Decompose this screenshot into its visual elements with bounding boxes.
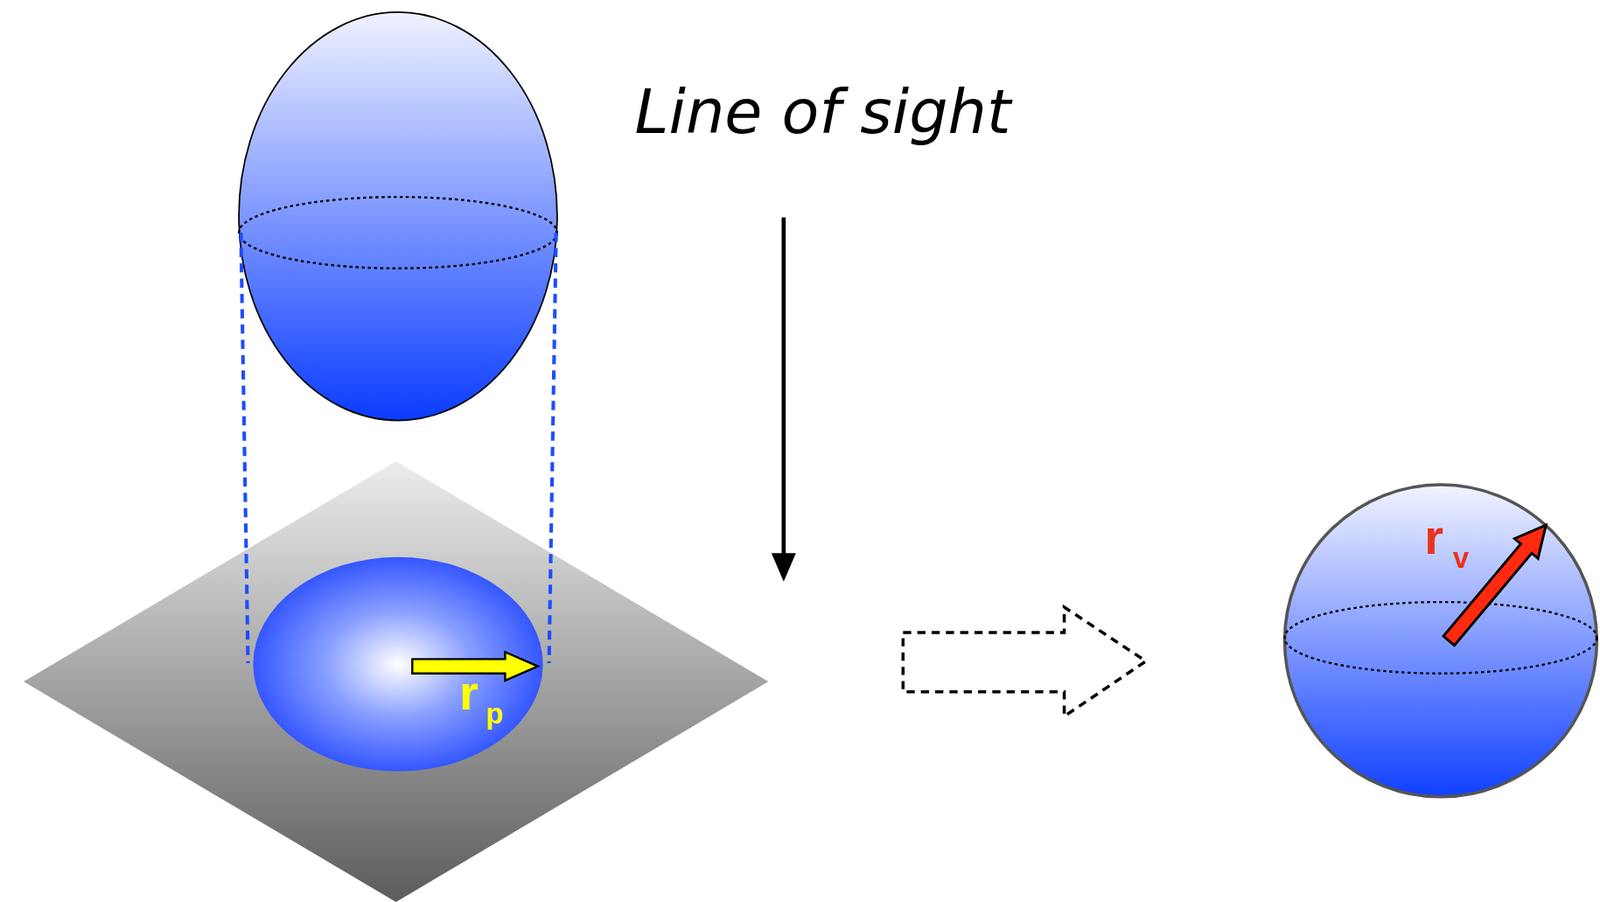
- projection-line: [549, 232, 557, 664]
- sphere: [1284, 484, 1597, 797]
- radius-symbol: r: [459, 668, 479, 718]
- line-of-sight-arrowhead: [771, 552, 797, 582]
- radius-subscript: v: [1453, 544, 1469, 573]
- projected-ellipse: [252, 557, 543, 772]
- projection-line: [240, 232, 248, 664]
- transform-arrow: [902, 607, 1146, 717]
- line-of-sight-arrow: [782, 216, 787, 556]
- line-of-sight-label: Line of sight: [635, 81, 1012, 143]
- sphere-equator: [1284, 601, 1597, 674]
- ellipsoid-equator: [238, 196, 558, 269]
- ellipsoid: [238, 12, 558, 421]
- radius-symbol: r: [1424, 512, 1444, 562]
- volume-radius-arrow-shape: [1437, 515, 1559, 651]
- volume-radius-arrow: [1437, 515, 1559, 651]
- radius-subscript: p: [485, 699, 504, 729]
- projection-plane: [23, 461, 769, 902]
